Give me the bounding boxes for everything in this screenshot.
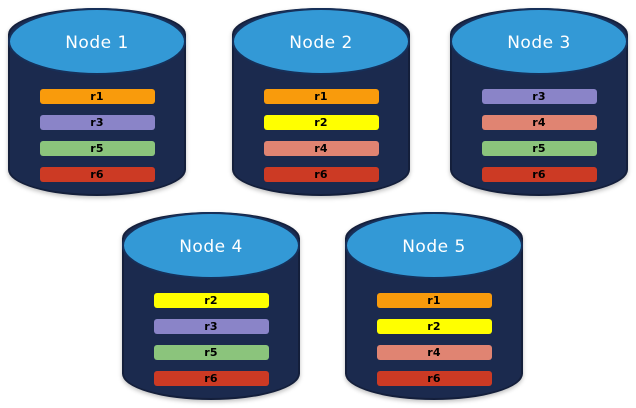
replica-bar-r2[interactable]: r2 (263, 115, 379, 130)
replica-stack: r1 r3 r5 r6 (8, 89, 186, 193)
replica-label: r1 (314, 90, 328, 103)
replica-stack: r1 r2 r4 r6 (232, 89, 410, 193)
replica-label: r5 (204, 346, 218, 359)
node-cylinder-2[interactable]: Node 2 r1 r2 r4 r6 (232, 8, 410, 196)
replica-label: r6 (427, 372, 441, 385)
replica-bar-r4[interactable]: r4 (263, 141, 379, 156)
node-label: Node 2 (289, 32, 353, 53)
replica-label: r5 (532, 142, 546, 155)
replica-row: r5 (8, 141, 186, 156)
node-top-face: Node 2 (232, 8, 410, 75)
node-top-face: Node 4 (122, 212, 300, 279)
node-label: Node 4 (179, 236, 243, 257)
replica-label: r6 (90, 168, 104, 181)
node-top-face: Node 5 (345, 212, 523, 279)
replica-stack: r3 r4 r5 r6 (450, 89, 628, 193)
replica-bar-r6[interactable]: r6 (263, 167, 379, 182)
replica-row: r2 (232, 115, 410, 130)
replica-label: r6 (314, 168, 328, 181)
replica-bar-r1[interactable]: r1 (39, 89, 155, 104)
replica-label: r3 (532, 90, 546, 103)
replica-row: r5 (122, 345, 300, 360)
replica-bar-r3[interactable]: r3 (39, 115, 155, 130)
replica-bar-r5[interactable]: r5 (39, 141, 155, 156)
node-label: Node 1 (65, 32, 129, 53)
replica-bar-r1[interactable]: r1 (263, 89, 379, 104)
replica-label: r1 (427, 294, 441, 307)
node-cylinder-4[interactable]: Node 4 r2 r3 r5 r6 (122, 212, 300, 400)
replica-row: r4 (345, 345, 523, 360)
replica-label: r3 (90, 116, 104, 129)
replica-bar-r1[interactable]: r1 (376, 293, 492, 308)
replica-bar-r4[interactable]: r4 (481, 115, 597, 130)
replica-bar-r3[interactable]: r3 (153, 319, 269, 334)
replica-bar-r5[interactable]: r5 (153, 345, 269, 360)
replica-bar-r2[interactable]: r2 (153, 293, 269, 308)
replica-row: r3 (8, 115, 186, 130)
replica-row: r3 (450, 89, 628, 104)
replica-label: r1 (90, 90, 104, 103)
replica-label: r2 (314, 116, 328, 129)
replica-label: r6 (532, 168, 546, 181)
replica-row: r4 (450, 115, 628, 130)
replica-stack: r1 r2 r4 r6 (345, 293, 523, 397)
replica-row: r3 (122, 319, 300, 334)
replica-label: r6 (204, 372, 218, 385)
replica-row: r2 (345, 319, 523, 334)
replica-row: r6 (122, 371, 300, 386)
replica-bar-r6[interactable]: r6 (39, 167, 155, 182)
replica-stack: r2 r3 r5 r6 (122, 293, 300, 397)
node-top-face: Node 3 (450, 8, 628, 75)
replica-bar-r3[interactable]: r3 (481, 89, 597, 104)
node-label: Node 3 (507, 32, 571, 53)
node-top-face: Node 1 (8, 8, 186, 75)
replica-row: r5 (450, 141, 628, 156)
replica-label: r4 (314, 142, 328, 155)
replica-bar-r6[interactable]: r6 (481, 167, 597, 182)
node-label: Node 5 (402, 236, 466, 257)
replica-row: r1 (8, 89, 186, 104)
replica-label: r2 (427, 320, 441, 333)
replica-row: r1 (232, 89, 410, 104)
replica-row: r6 (345, 371, 523, 386)
replica-bar-r4[interactable]: r4 (376, 345, 492, 360)
replica-row: r6 (450, 167, 628, 182)
node-cylinder-5[interactable]: Node 5 r1 r2 r4 r6 (345, 212, 523, 400)
node-cylinder-1[interactable]: Node 1 r1 r3 r5 r6 (8, 8, 186, 196)
replica-label: r3 (204, 320, 218, 333)
replica-bar-r5[interactable]: r5 (481, 141, 597, 156)
replica-label: r4 (532, 116, 546, 129)
replica-label: r5 (90, 142, 104, 155)
node-cylinder-3[interactable]: Node 3 r3 r4 r5 r6 (450, 8, 628, 196)
replica-bar-r2[interactable]: r2 (376, 319, 492, 334)
replica-label: r2 (204, 294, 218, 307)
replica-row: r2 (122, 293, 300, 308)
replica-row: r6 (8, 167, 186, 182)
replica-label: r4 (427, 346, 441, 359)
replica-row: r6 (232, 167, 410, 182)
replica-bar-r6[interactable]: r6 (376, 371, 492, 386)
replica-bar-r6[interactable]: r6 (153, 371, 269, 386)
replica-row: r4 (232, 141, 410, 156)
replica-row: r1 (345, 293, 523, 308)
